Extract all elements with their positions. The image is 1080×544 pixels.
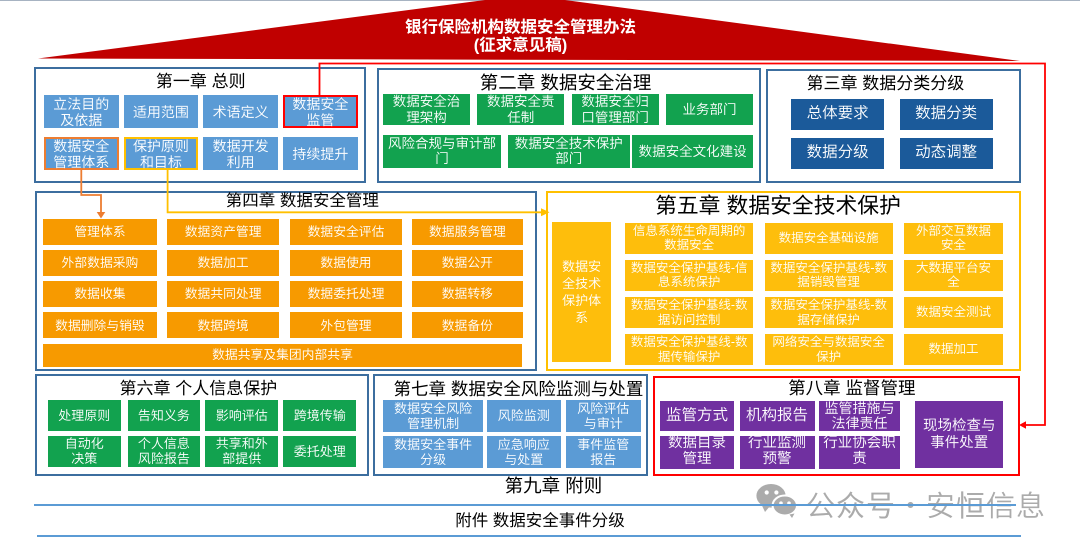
svg-text:(征求意见稿): (征求意见稿)	[474, 36, 568, 55]
svg-text:银行保险机构数据安全管理办法: 银行保险机构数据安全管理办法	[405, 18, 636, 37]
